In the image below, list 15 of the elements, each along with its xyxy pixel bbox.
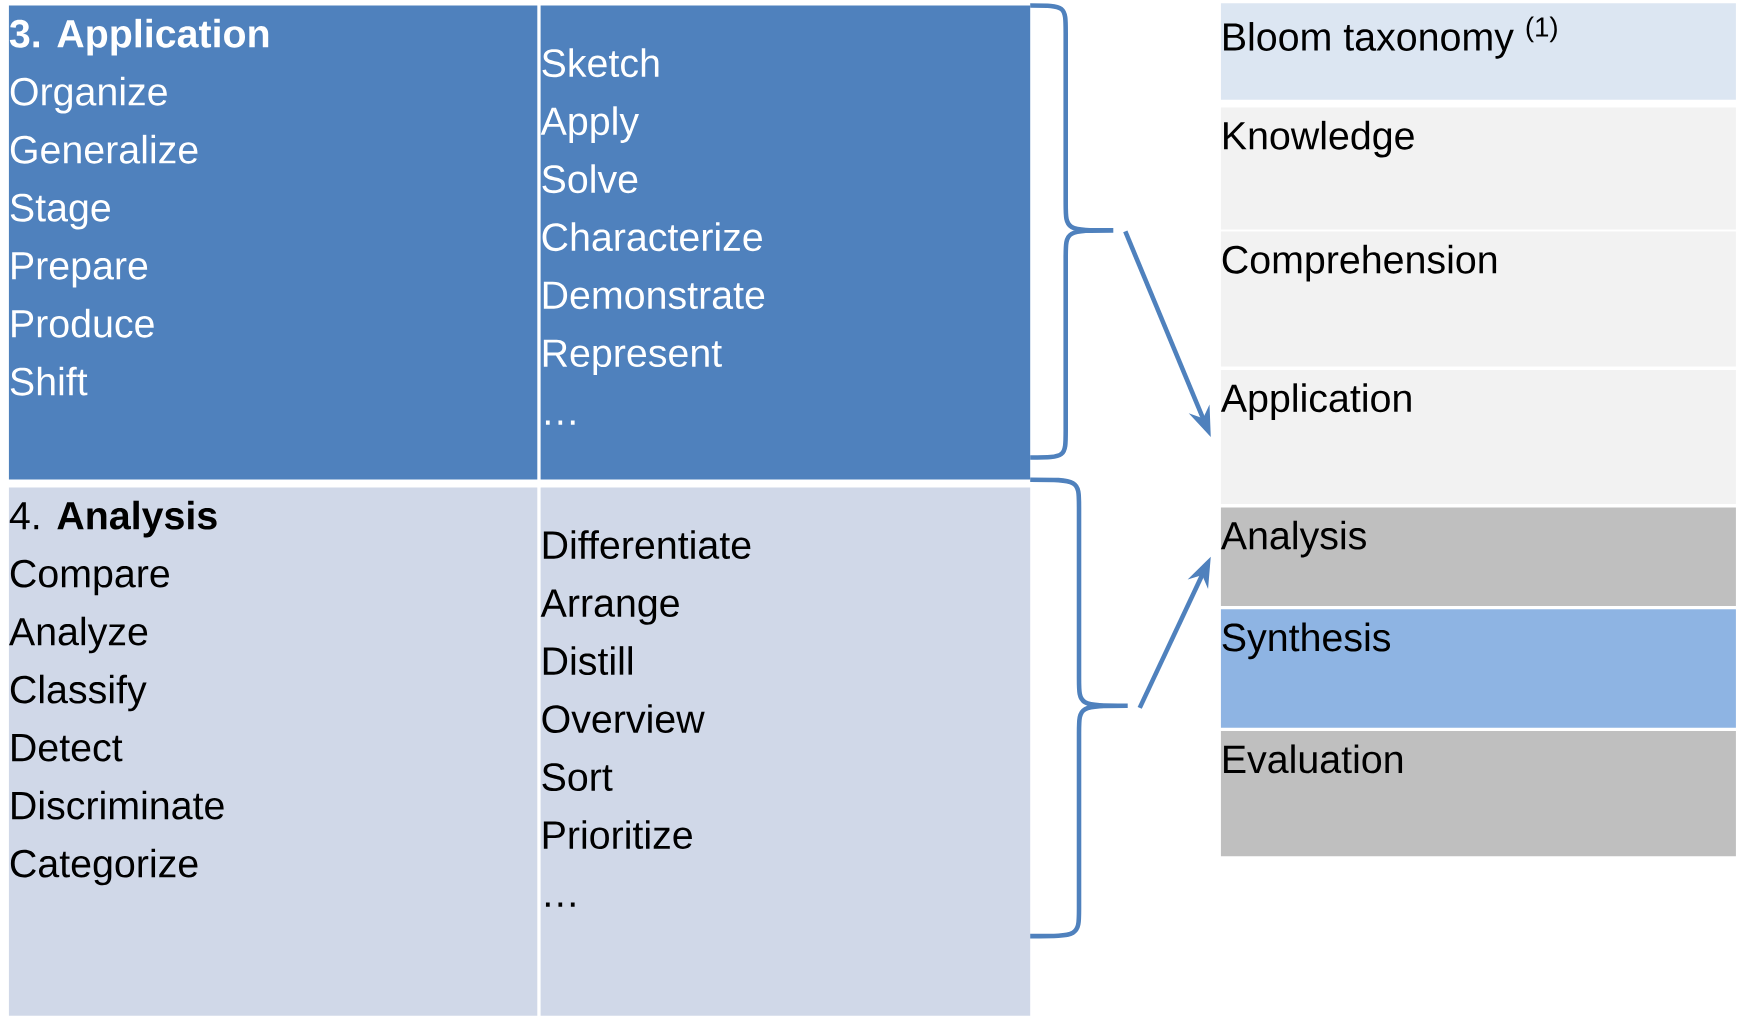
level-box: Application (1220, 370, 1736, 504)
level-box: Synthesis (1220, 609, 1736, 728)
level-box: Comprehension (1220, 231, 1736, 367)
level-box: Evaluation (1220, 731, 1736, 857)
table-cell: 4. Analysis Compare Analyze Classify Detect Discriminate Categorize (8, 487, 538, 1016)
level-box: Knowledge (1220, 107, 1736, 230)
table-cell: Differentiate Arrange Distill Overview Sort Prioritize … (540, 487, 1031, 1016)
node-label: Knowledge (1224, 120, 1414, 158)
curly-brace (1030, 3, 1116, 460)
table-cell: 3. Application Organize Generalize Stage Prepare Produce Shift (8, 5, 538, 480)
curly-brace (1030, 477, 1130, 939)
level-box: Analysis (1220, 507, 1736, 606)
header-box: Bloom taxonomy $^{(1)}$ (1220, 3, 1736, 100)
node-label: Comprehension (1222, 244, 1497, 282)
table-cell: Sketch Apply Solve Characterize Demonstrate Represent … (540, 5, 1031, 480)
